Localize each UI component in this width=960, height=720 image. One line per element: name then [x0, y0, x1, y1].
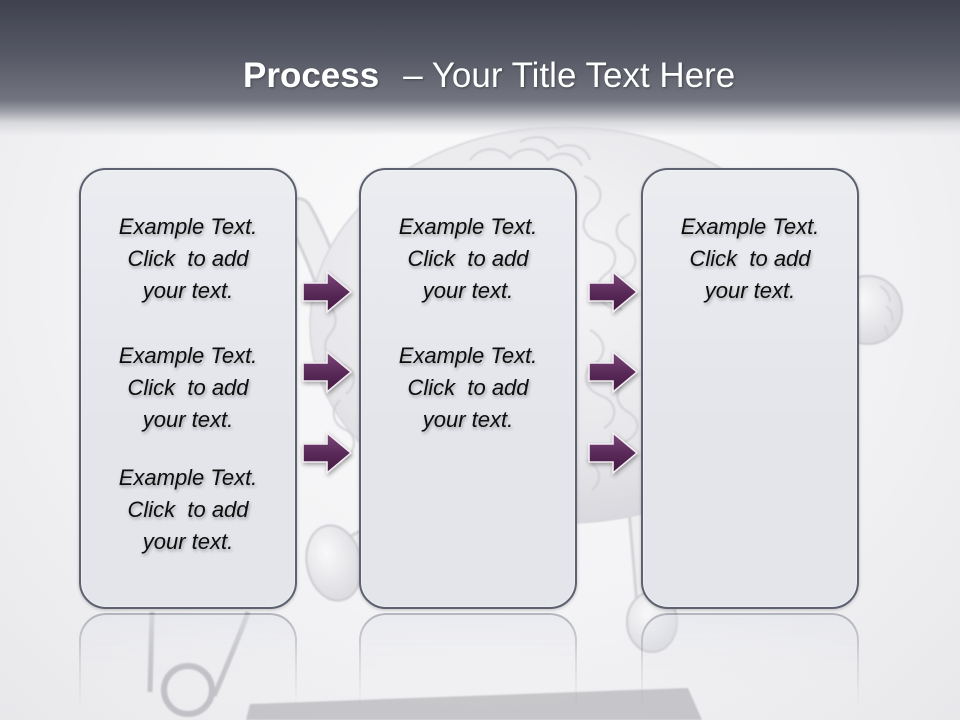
text-placeholder[interactable]: Example Text. Click to add your text.: [361, 340, 575, 436]
text-line: Example Text.: [398, 214, 538, 239]
brain-fold: [616, 379, 639, 444]
brain-fold: [469, 148, 584, 167]
text-line: your text.: [142, 278, 234, 303]
text-line: Example Text.: [680, 214, 820, 239]
panel-reflection: [641, 613, 859, 720]
text-line: Example Text.: [118, 343, 258, 368]
text-line: Example Text.: [118, 465, 258, 490]
process-step-3-panel: Example Text. Click to add your text.: [641, 168, 859, 609]
right-arrow-icon: [302, 270, 353, 314]
text-line: your text.: [142, 407, 234, 432]
right-arrow-icon: [302, 431, 353, 475]
panel-reflection: [359, 613, 577, 720]
text-line: your text.: [422, 278, 514, 303]
text-line: Click to add: [689, 246, 811, 271]
text-line: Click to add: [127, 497, 249, 522]
brain-fold: [584, 329, 616, 429]
process-step-2-panel: Example Text. Click to add your text. Ex…: [359, 168, 577, 609]
text-line: your text.: [142, 529, 234, 554]
text-placeholder[interactable]: Example Text. Click to add your text.: [643, 211, 857, 307]
text-placeholder[interactable]: Example Text. Click to add your text.: [81, 340, 295, 436]
panel-reflection: [79, 613, 297, 720]
text-line: your text.: [704, 278, 796, 303]
text-line: Click to add: [407, 375, 529, 400]
text-placeholder[interactable]: Example Text. Click to add your text.: [361, 211, 575, 307]
text-line: Click to add: [127, 375, 249, 400]
text-placeholder[interactable]: Example Text. Click to add your text.: [81, 211, 295, 307]
text-line: Example Text.: [118, 214, 258, 239]
title-bold-text: Process: [243, 56, 380, 95]
text-line: your text.: [422, 407, 514, 432]
text-line: Example Text.: [398, 343, 538, 368]
brain-fold: [332, 399, 356, 461]
right-arrow-icon: [302, 350, 353, 394]
text-line: Click to add: [407, 246, 529, 271]
slide-title[interactable]: Process – Your Title Text Here: [243, 53, 735, 99]
brain-fold: [519, 136, 592, 161]
process-step-1-panel: Example Text. Click to add your text. Ex…: [79, 168, 297, 609]
right-arrow-icon: [588, 350, 639, 394]
header-band: [0, 0, 960, 136]
right-arrow-icon: [588, 270, 639, 314]
text-line: Click to add: [127, 246, 249, 271]
right-arrow-icon: [588, 431, 639, 475]
text-placeholder[interactable]: Example Text. Click to add your text.: [81, 462, 295, 558]
title-rest-text: – Your Title Text Here: [403, 56, 736, 95]
